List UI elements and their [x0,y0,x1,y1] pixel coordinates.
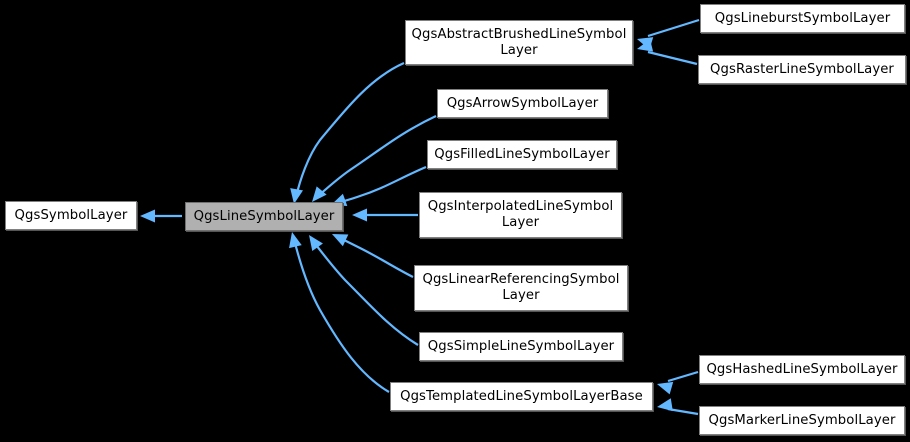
inheritance-edge [647,18,700,38]
class-node-label: QgsLinearReferencingSymbol Layer [422,272,620,303]
class-node-qgsmarkerlinesymbollayer[interactable]: QgsMarkerLineSymbolLayer [699,406,905,435]
class-node-qgshashedlinesymbollayer[interactable]: QgsHashedLineSymbolLayer [699,355,905,384]
class-node-label: QgsInterpolatedLineSymbol Layer [427,199,614,230]
class-node-label: QgsSimpleLineSymbolLayer [427,338,615,354]
class-node-label: QgsArrowSymbolLayer [446,95,599,111]
inheritance-edge [312,240,419,346]
inheritance-edge [316,115,437,198]
class-node-label: QgsMarkerLineSymbolLayer [708,412,896,428]
inheritance-arrowhead [140,209,155,223]
inheritance-edge [667,370,699,383]
inheritance-arrowhead [657,398,673,412]
class-node-qgssimplelinesymbollayer[interactable]: QgsSimpleLineSymbolLayer [419,332,623,361]
inheritance-edge [292,238,390,393]
class-node-label: QgsLineSymbolLayer [193,208,335,224]
class-node-qgssymbollayer[interactable]: QgsSymbolLayer [5,201,137,230]
inheritance-edge [336,165,427,205]
inheritance-arrowhead [637,37,654,50]
class-node-qgsinterpolatedlinesymbollayer[interactable]: QgsInterpolatedLineSymbol Layer [419,192,622,238]
class-node-label: QgsRasterLineSymbolLayer [710,61,894,77]
class-node-label: QgsTemplatedLineSymbolLayerBase [400,388,643,404]
inheritance-arrowhead [289,232,302,249]
inheritance-edge [337,236,414,278]
class-node-qgslinesymbollayer: QgsLineSymbolLayer [185,202,343,231]
class-node-label: QgsLineburstSymbolLayer [714,10,891,26]
class-node-qgslineburstsymbollayer[interactable]: QgsLineburstSymbolLayer [700,4,905,33]
inheritance-arrowhead [352,208,367,222]
inheritance-edge [667,407,699,416]
inheritance-edge [294,61,405,198]
class-node-qgsarrowsymbollayer[interactable]: QgsArrowSymbolLayer [437,89,608,118]
class-node-label: QgsHashedLineSymbolLayer [706,361,898,377]
class-node-label: QgsSymbolLayer [14,207,128,223]
inheritance-edge [647,50,698,66]
class-node-qgstemplatedlinesymbollayerbase[interactable]: QgsTemplatedLineSymbolLayerBase [390,382,653,411]
class-node-qgsfilledlinesymbollayer[interactable]: QgsFilledLineSymbolLayer [427,140,617,169]
class-node-qgsrasterlinesymbollayer[interactable]: QgsRasterLineSymbolLayer [698,55,906,84]
class-node-qgslinearreferencingsymbollayer[interactable]: QgsLinearReferencingSymbol Layer [414,265,628,311]
inheritance-arrowhead [637,39,654,52]
inheritance-arrowhead [657,381,674,395]
class-node-qgsabstractbrushedlinesymbollayer[interactable]: QgsAbstractBrushedLineSymbol Layer [405,20,633,65]
inheritance-arrowhead [309,235,323,252]
class-node-label: QgsAbstractBrushedLineSymbol Layer [411,26,627,58]
class-node-label: QgsFilledLineSymbolLayer [434,146,610,162]
